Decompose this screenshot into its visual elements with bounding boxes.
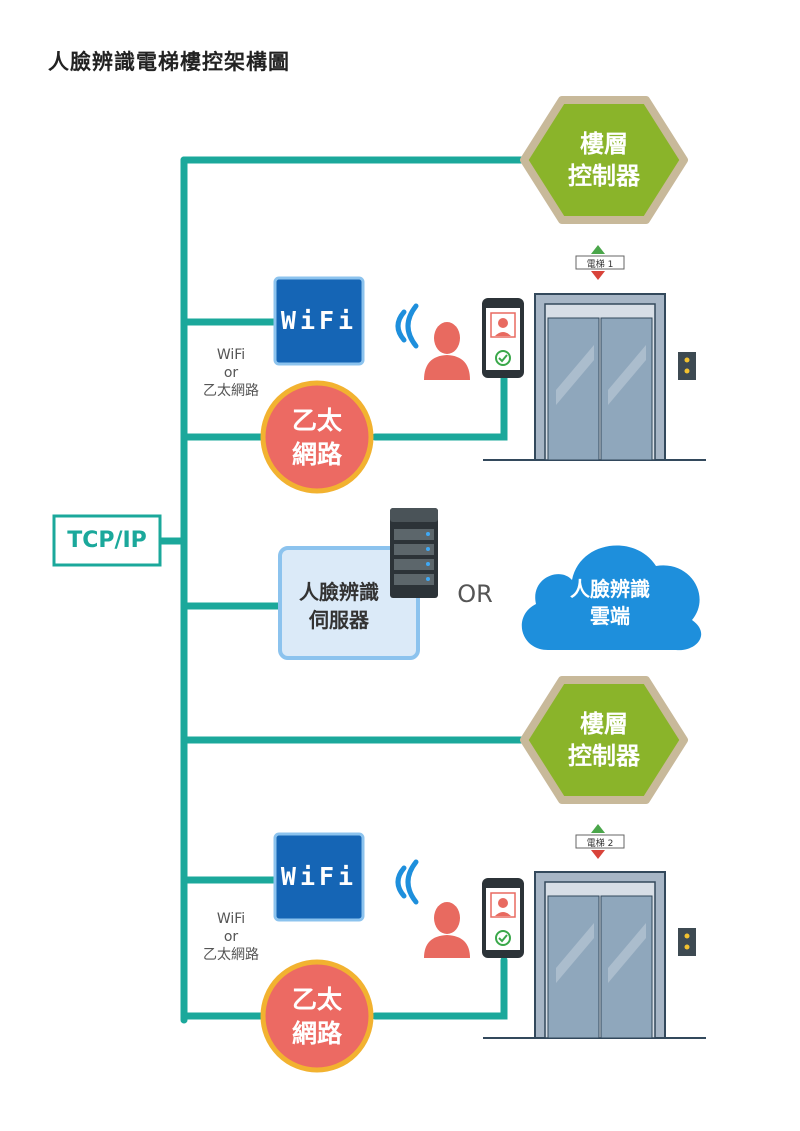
ethernet-1-label: 乙太 網路 [263,404,371,472]
wifi-1-label: WiFi [280,306,358,335]
ethernet-label-line2: 網路 [291,440,342,469]
tcp-ip-box [52,514,162,567]
wifi-or-ethernet-1: WiFi or 乙太網路 [196,346,266,400]
ethernet-label-line1: 乙太 [291,406,342,435]
link-ethernet-device-2 [371,956,508,1020]
cloud-label-line1: 人臉辨識 [570,577,650,601]
server-rack-icon [390,508,438,598]
tcp-ip-label: TCP/IP [67,528,147,553]
network-lines [156,156,549,1024]
ethernet-circle-2 [260,959,374,1073]
ethernet-label-line2: 網路 [291,1019,342,1048]
wifi-2-label: WiFi [280,862,358,891]
diagram-title: 人臉辨識電梯樓控架構圖 [48,50,290,74]
floor-controller-2-label: 樓層 控制器 [524,708,684,772]
ethernet-label-line1: 乙太 [291,985,342,1014]
ethernet-2-label: 乙太 網路 [263,983,371,1051]
floor-controller-label-line2: 控制器 [568,742,640,770]
elevator-call-button-icon [678,928,696,956]
elevator-icon [483,293,706,461]
cloud-label: 人臉辨識 雲端 [540,576,680,630]
or-label: OR [457,580,493,608]
option-ethernet: 乙太網路 [203,947,259,963]
elevator-1-tag: 電梯 1 [586,260,614,270]
elevator-2-tag: 電梯 2 [586,839,614,849]
option-ethernet: 乙太網路 [203,383,259,399]
option-wifi: WiFi [216,911,246,927]
person-icon [424,322,470,380]
face-recognition-phone-icon [482,878,524,958]
floor-controller-label-line1: 樓層 [580,130,628,158]
cloud-icon [521,545,702,651]
wifi-signal-icon [395,303,419,349]
floor-controller-label-line1: 樓層 [580,710,628,738]
server-label: 人臉辨識 伺服器 [280,578,398,634]
wifi-box-1 [273,276,365,366]
server-label-line1: 人臉辨識 [299,580,379,604]
wifi-signal-icon [395,859,419,905]
floor-controller-2 [520,676,688,804]
wifi-box-2 [273,832,365,922]
face-recognition-phone-icon [482,298,524,378]
option-or: or [223,365,239,381]
wifi-or-ethernet-2: WiFi or 乙太網路 [196,910,266,964]
floor-controller-label-line2: 控制器 [568,162,640,190]
option-wifi: WiFi [216,347,246,363]
elevator-indicator-2 [575,824,625,859]
elevator-icon [483,871,706,1039]
ethernet-circle-1 [260,380,374,494]
cloud-label-line2: 雲端 [590,604,630,628]
elevator-indicator-1 [575,245,625,280]
floor-controller-hexagon [520,676,688,804]
floor-controller-1 [520,96,688,224]
option-or: or [223,929,239,945]
floor-controller-hexagon [520,96,688,224]
floor-controller-1-label: 樓層 控制器 [524,128,684,192]
person-icon [424,902,470,958]
server-box [278,546,420,660]
link-ethernet-device-1 [371,374,508,441]
server-label-line2: 伺服器 [309,608,369,632]
elevator-call-button-icon [678,352,696,380]
